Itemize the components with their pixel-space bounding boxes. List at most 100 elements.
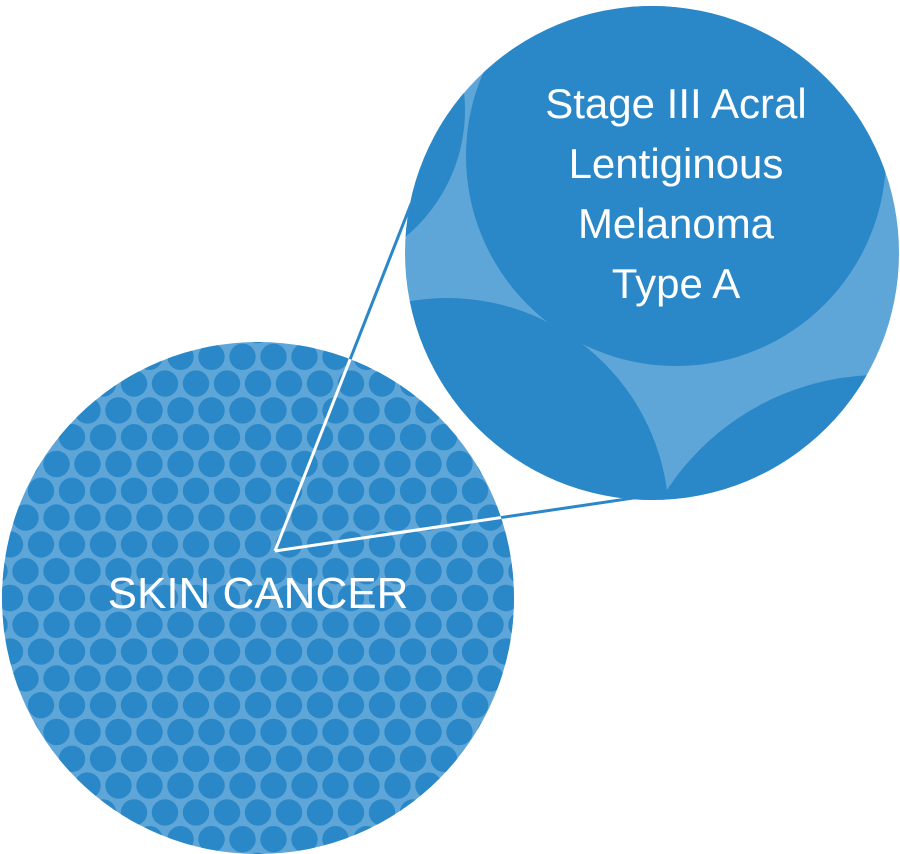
cell: [12, 558, 39, 585]
cell: [182, 477, 210, 504]
cell: [74, 558, 101, 585]
cell: [415, 397, 442, 424]
cell: [136, 504, 163, 531]
zoomed-cell-circle: Stage III Acral Lentiginous Melanoma Typ…: [405, 6, 899, 500]
cell: [337, 531, 365, 558]
cell: [384, 504, 411, 531]
cell: [415, 558, 442, 585]
cell: [260, 504, 287, 531]
cell: [12, 718, 39, 746]
cell: [167, 504, 194, 531]
cell: [120, 531, 148, 558]
cell: [58, 531, 86, 558]
cell: [399, 477, 427, 504]
cell: [353, 665, 380, 692]
cell: [446, 558, 473, 585]
cell: [291, 397, 318, 424]
cell: [508, 611, 514, 638]
skin-cancer-label: SKIN CANCER: [108, 569, 409, 618]
cell: [306, 477, 334, 504]
cell: [306, 745, 334, 772]
cell: [120, 424, 148, 451]
zoomed-cell-bottom-left: [405, 298, 669, 500]
cell: [477, 718, 504, 746]
cell: [244, 424, 272, 451]
cell: [461, 477, 489, 504]
cell: [275, 584, 303, 612]
cell: [353, 343, 380, 370]
cell: [182, 638, 210, 665]
cell: [446, 718, 473, 746]
cell: [291, 718, 318, 746]
cell: [182, 424, 210, 451]
cell: [477, 558, 504, 585]
cell: [260, 718, 287, 746]
cell: [229, 450, 256, 478]
cell: [446, 504, 473, 531]
cell: [198, 397, 225, 424]
cell: [136, 450, 163, 478]
zoomed-label-line-1: Stage III Acral: [545, 80, 806, 127]
cell: [244, 584, 272, 612]
cell: [492, 584, 514, 612]
cell: [105, 558, 132, 585]
connector-line-upper-overlay: [273, 342, 413, 552]
cell: [89, 531, 117, 558]
cell: [353, 504, 380, 531]
cell: [136, 772, 163, 799]
cell: [43, 558, 70, 585]
cell: [244, 342, 272, 344]
cell: [399, 638, 427, 665]
cell: [353, 826, 380, 853]
cell: [337, 638, 365, 665]
cell: [244, 745, 272, 772]
cell: [275, 424, 303, 451]
cell: [105, 611, 132, 638]
cell: [27, 638, 55, 665]
cell: [260, 343, 287, 370]
cell: [2, 584, 24, 612]
cell: [43, 611, 70, 638]
cell: [151, 584, 179, 612]
cell: [322, 718, 349, 746]
cell: [136, 343, 163, 370]
cell: [182, 531, 210, 558]
cell: [120, 692, 148, 719]
cell: [291, 343, 318, 370]
connector-line-lower-overlay: [274, 491, 514, 553]
cell: [12, 504, 39, 531]
cell: [120, 584, 148, 612]
cell: [167, 611, 194, 638]
cell: [105, 397, 132, 424]
cell: [74, 397, 101, 424]
cell: [430, 638, 458, 665]
cell: [198, 826, 225, 853]
cell: [229, 504, 256, 531]
cell: [136, 826, 163, 853]
cell: [198, 504, 225, 531]
cell: [399, 370, 427, 397]
cell: [27, 531, 55, 558]
cell: [353, 718, 380, 746]
cell: [384, 450, 411, 478]
cell: [198, 343, 225, 370]
cell: [322, 826, 349, 853]
cell: [151, 477, 179, 504]
cell: [384, 558, 411, 585]
cell: [368, 477, 396, 504]
cell: [151, 531, 179, 558]
cell: [368, 584, 396, 612]
cell: [244, 692, 272, 719]
cell: [306, 799, 334, 826]
cell: [120, 370, 148, 397]
cell: [430, 424, 458, 451]
zoomed-label-line-2: Lentiginous: [569, 140, 784, 187]
cell: [213, 799, 241, 826]
cell: [151, 370, 179, 397]
cell: [260, 826, 287, 853]
cell: [368, 424, 396, 451]
cell: [43, 504, 70, 531]
cell: [260, 665, 287, 692]
cell: [182, 799, 210, 826]
